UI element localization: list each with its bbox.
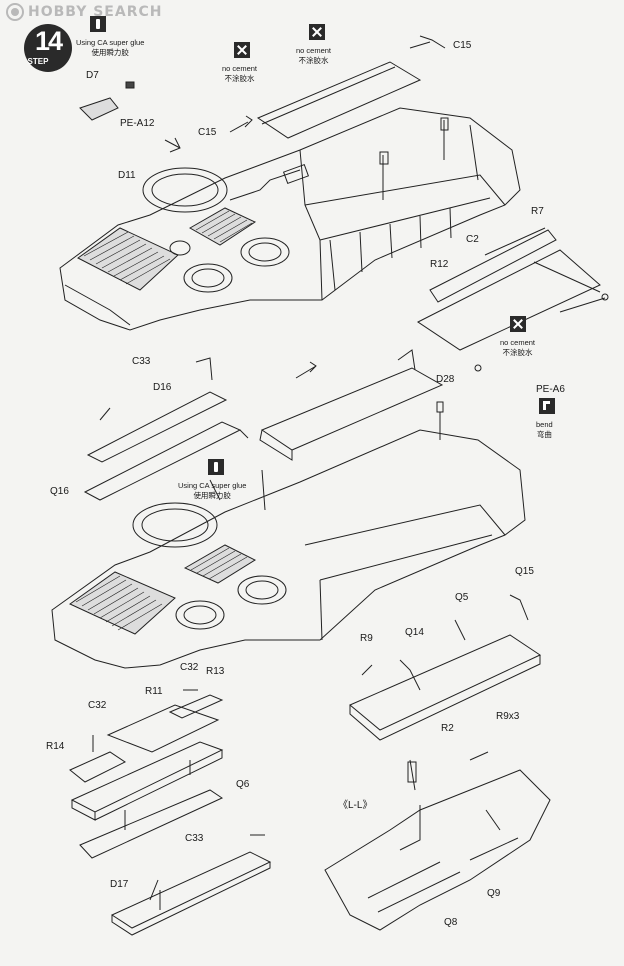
part-label-r9x3: R9x3 [496,711,520,722]
ca-glue-text-en: Using CA super glue [76,38,145,47]
ca-glue-text-cn: 使用瞬力胶 [193,491,231,500]
ca-glue-icon [208,459,224,475]
part-label-d16: D16 [153,382,172,393]
upper-hull-drawing [59,35,609,372]
middle-hull-drawing [51,349,526,669]
part-label-r14: R14 [46,741,65,752]
part-label-r9: R9 [360,633,373,644]
no-cement-text-en: no cement [500,338,536,347]
no-cement-note-left: no cement 不涂胶水 [222,64,257,84]
no-cement-text-cn: 不涂胶水 [298,56,329,65]
ca-glue-text-en: Using CA super glue [178,481,247,490]
part-label-c2: C2 [466,234,479,245]
ca-glue-note-mid: Using CA super glue 使用瞬力胶 [178,481,246,501]
no-cement-icon [309,24,325,40]
part-label-q9: Q9 [487,888,501,899]
bend-icon [539,398,555,414]
lower-right-parts-drawing [324,594,551,931]
part-label-q6: Q6 [236,779,250,790]
bend-note: bend 弯曲 [536,420,553,440]
no-cement-note-top: no cement 不涂胶水 [296,46,331,66]
watermark: HOBBY SEARCH [6,3,162,21]
part-label-q15: Q15 [515,566,534,577]
part-label-pe-a12: PE-A12 [120,118,155,129]
no-cement-icon [234,42,250,58]
part-label-r7: R7 [531,206,544,217]
no-cement-text-cn: 不涂胶水 [502,348,533,357]
part-label-c33-bottom: C33 [185,833,204,844]
step-badge: 14 STEP [24,24,72,72]
step-number: 14 [34,26,63,56]
part-label-q14: Q14 [405,627,424,638]
ca-glue-text-cn: 使用瞬力胶 [91,48,129,57]
watermark-text: HOBBY SEARCH [28,4,163,20]
part-label-d11: D11 [118,170,136,181]
no-cement-text-cn: 不涂胶水 [224,74,255,83]
step-label: STEP [27,57,49,66]
no-cement-note-right: no cement 不涂胶水 [500,338,535,358]
no-cement-icon [510,316,526,332]
part-label-l-l: 《L-L》 [338,800,373,811]
part-label-q16: Q16 [50,486,69,497]
bend-text-cn: 弯曲 [536,430,552,439]
ca-glue-note-top: Using CA super glue 使用瞬力胶 [76,38,144,58]
part-label-q8: Q8 [444,917,458,928]
part-label-r2: R2 [441,723,454,734]
part-label-c32-a: C32 [180,662,199,673]
part-label-d7: D7 [86,70,99,81]
part-label-c15-top: C15 [453,40,472,51]
part-label-d17: D17 [110,879,129,890]
part-label-q5: Q5 [455,592,469,603]
part-label-c32-b: C32 [88,700,107,711]
part-label-c33-mid: C33 [132,356,151,367]
part-label-d28: D28 [436,374,455,385]
lower-left-parts-drawing [69,689,272,936]
part-label-r13: R13 [206,666,225,677]
part-label-pe-a6: PE-A6 [536,384,565,395]
no-cement-text-en: no cement [296,46,332,55]
no-cement-text-en: no cement [222,64,258,73]
hobby-search-logo-icon [6,3,24,21]
step-badge-circle [24,24,72,72]
bend-text-en: bend [536,420,553,429]
part-label-r11: R11 [145,686,163,697]
part-label-r12: R12 [430,259,449,270]
part-label-c15-left: C15 [198,127,217,138]
ca-glue-icon [90,16,106,32]
